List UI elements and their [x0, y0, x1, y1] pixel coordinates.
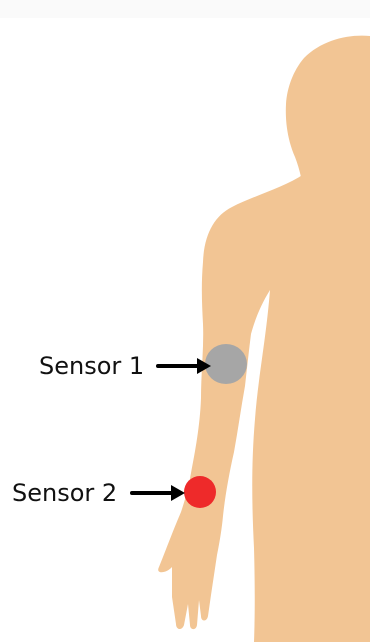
sensor-2-arrow-head: [171, 485, 185, 501]
body-silhouette: [158, 174, 370, 642]
sensor-1-label: Sensor 1: [39, 354, 144, 378]
red-sensor-dot: [184, 476, 216, 508]
head-silhouette: [286, 36, 370, 198]
sensor-2-label: Sensor 2: [12, 481, 117, 505]
gray-sensor-dot: [205, 344, 247, 384]
